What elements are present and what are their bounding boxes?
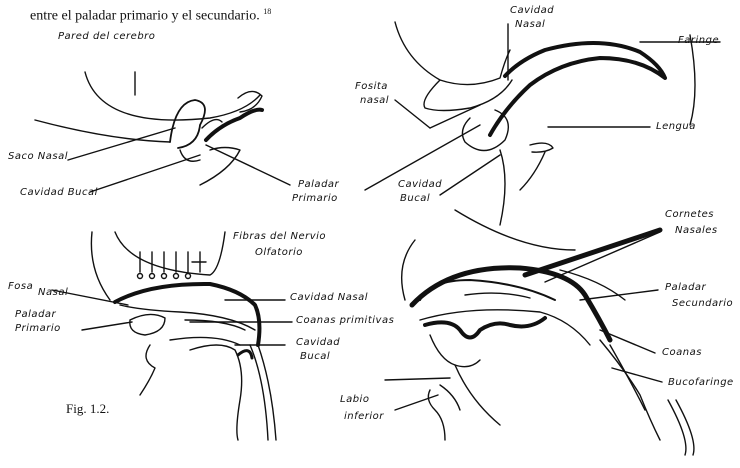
- label-paladar-primario-3b: Primario: [15, 324, 61, 334]
- label-paladar-primario-3a: Paladar: [15, 310, 56, 320]
- label-fibras-del-nervio: Fibras del Nervio: [233, 232, 326, 242]
- panel-1-leader-lines: [68, 128, 290, 192]
- caption: entre el paladar primario y el secundari…: [30, 8, 271, 24]
- label-paladar-primario-1b: Primario: [292, 194, 338, 204]
- label-paladar-secundario-a: Paladar: [665, 283, 706, 293]
- label-paladar-primario-1a: Paladar: [298, 180, 339, 190]
- label-cavidad-nasal-2b: Nasal: [515, 20, 545, 30]
- panel-4-drawing: [402, 210, 694, 455]
- label-faringe: Faringe: [678, 36, 719, 46]
- label-cavidad-nasal-3: Cavidad Nasal: [290, 293, 368, 303]
- caption-reference: 18: [263, 7, 271, 16]
- label-inferior: inferior: [344, 412, 384, 422]
- label-lengua: Lengua: [656, 122, 696, 132]
- caption-text: entre el paladar primario y el secundari…: [30, 9, 260, 24]
- label-fosita-nasal-a: Fosita: [355, 82, 388, 92]
- label-fosa-nasal-b: Nasal: [38, 288, 68, 298]
- olfactory-fibers: [138, 252, 201, 279]
- label-cavidad-bucal-2b: Bucal: [400, 194, 430, 204]
- label-cavidad-bucal-3a: Cavidad: [296, 338, 340, 348]
- label-cavidad-bucal-1: Cavidad Bucal: [20, 188, 98, 198]
- panel-4-leader-lines: [385, 230, 662, 410]
- panel-3-drawing: [91, 232, 276, 440]
- label-fosa-nasal-a: Fosa: [8, 282, 33, 292]
- label-pared-del-cerebro: Pared del cerebro: [58, 32, 155, 42]
- label-nasales: Nasales: [675, 226, 718, 236]
- label-cornetes: Cornetes: [665, 210, 714, 220]
- label-coanas: Coanas: [662, 348, 702, 358]
- label-bucofaringe: Bucofaringe: [668, 378, 734, 388]
- label-saco-nasal: Saco Nasal: [8, 152, 68, 162]
- label-cavidad-bucal-2a: Cavidad: [398, 180, 442, 190]
- label-fosita-nasal-b: nasal: [360, 96, 389, 106]
- label-olfatorio: Olfatorio: [255, 248, 303, 258]
- label-cavidad-nasal-2a: Cavidad: [510, 6, 554, 16]
- label-labio: Labio: [340, 395, 369, 405]
- label-paladar-secundario-b: Secundario: [672, 299, 733, 309]
- panel-1-drawing: [35, 72, 262, 185]
- label-cavidad-bucal-3b: Bucal: [300, 352, 330, 362]
- figure-label: Fig. 1.2.: [66, 402, 109, 415]
- label-coanas-primitivas: Coanas primitivas: [296, 316, 394, 326]
